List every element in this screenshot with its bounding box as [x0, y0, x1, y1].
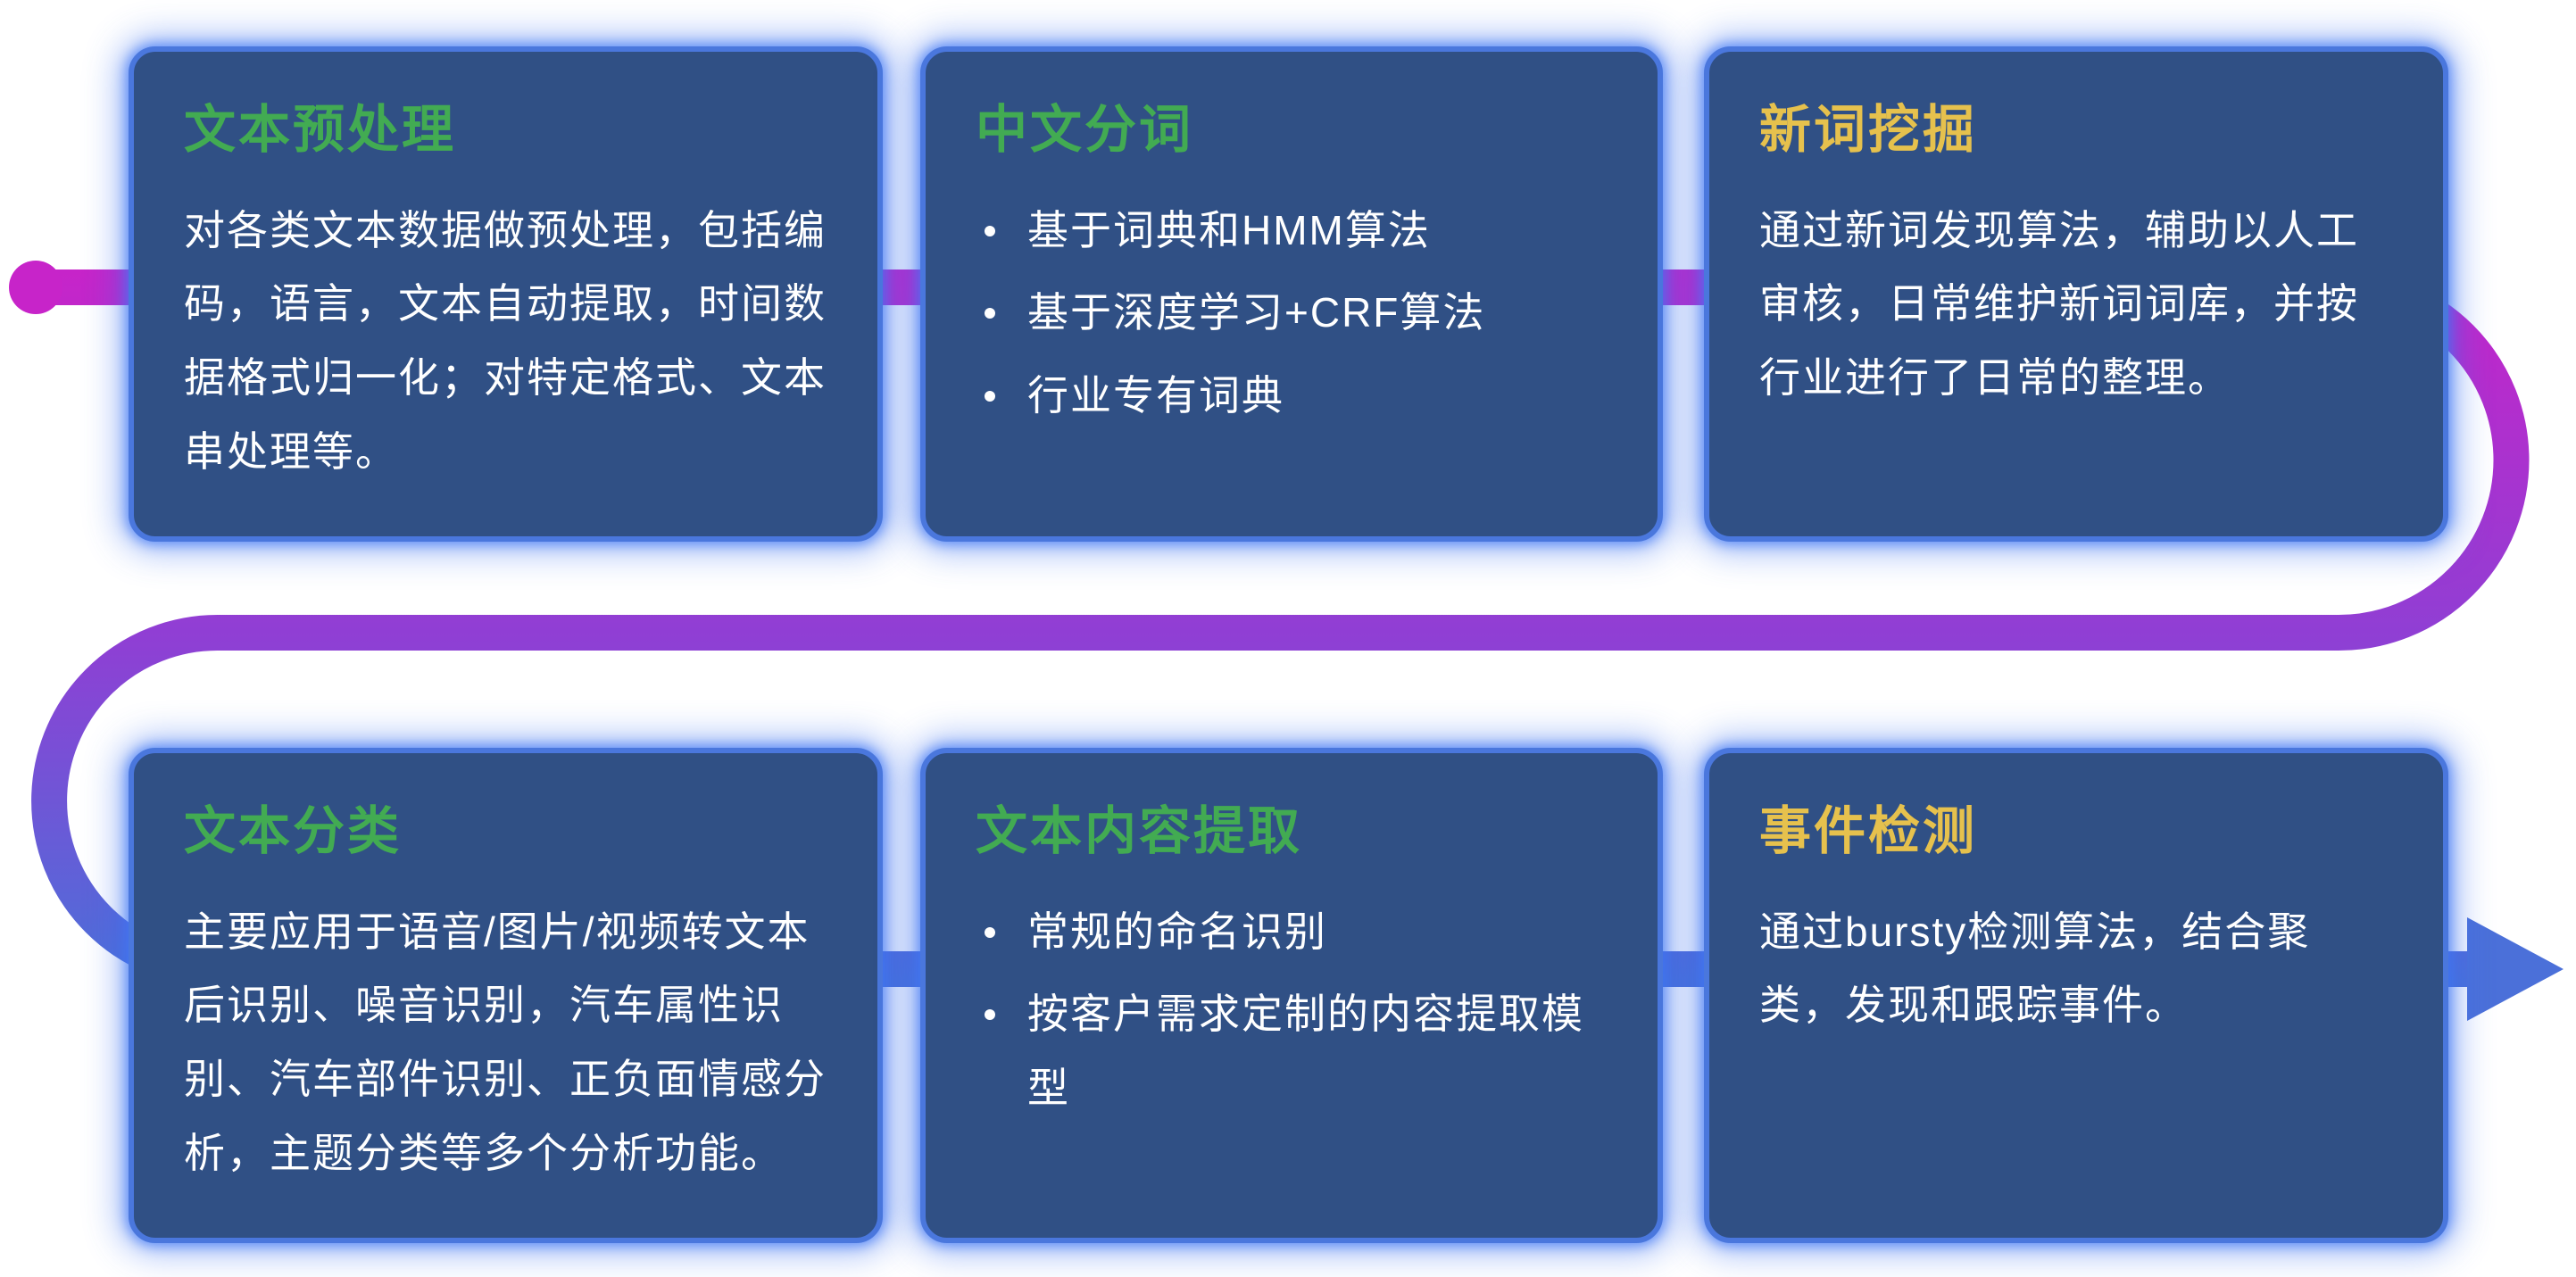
card-event-detection: 事件检测 通过bursty检测算法，结合聚类，发现和跟踪事件。 [1704, 748, 2448, 1243]
bullet-text: 行业专有词典 [1027, 372, 1284, 419]
bullet-item: 基于深度学习+CRF算法 [976, 276, 1608, 350]
bullet-text: 常规的命名识别 [1027, 908, 1327, 955]
card-text-preprocessing: 文本预处理 对各类文本数据做预处理，包括编码，语言，文本自动提取，时间数据格式归… [129, 46, 883, 542]
bullet-dot-icon [985, 308, 995, 319]
flow-path [31, 269, 2530, 987]
bullet-dot-icon [985, 1009, 995, 1021]
flow-start-dot [9, 261, 62, 314]
bullet-item: 按客户需求定制的内容提取模型 [976, 977, 1608, 1125]
card-body-text: 通过bursty检测算法，结合聚类，发现和跟踪事件。 [1759, 908, 2311, 1029]
card-body-text: 主要应用于语音/图片/视频转文本后识别、噪音识别，汽车属性识别、汽车部件识别、正… [184, 908, 827, 1176]
flow-arrow-icon [2467, 917, 2564, 1021]
bullet-item: 基于词典和HMM算法 [976, 194, 1608, 268]
bullet-text: 基于词典和HMM算法 [1027, 206, 1431, 253]
card-text-content-extraction: 文本内容提取 常规的命名识别 按客户需求定制的内容提取模型 [920, 748, 1663, 1243]
card-title: 中文分词 [976, 101, 1194, 159]
card-chinese-word-segmentation: 中文分词 基于词典和HMM算法 基于深度学习+CRF算法 行业专有词典 [920, 46, 1663, 542]
bullet-dot-icon [985, 225, 995, 236]
card-title: 事件检测 [1759, 802, 1978, 860]
bullet-dot-icon [985, 391, 995, 402]
card-title: 文本内容提取 [976, 802, 1303, 860]
card-title: 新词挖掘 [1759, 101, 1978, 159]
card-title: 文本预处理 [184, 101, 457, 159]
card-body-text: 通过新词发现算法，辅助以人工审核，日常维护新词词库，并按行业进行了日常的整理。 [1759, 206, 2359, 402]
card-body-text: 对各类文本数据做预处理，包括编码，语言，文本自动提取，时间数据格式归一化；对特定… [184, 206, 827, 475]
bullet-text: 按客户需求定制的内容提取模型 [1027, 991, 1584, 1112]
card-title: 文本分类 [184, 802, 403, 860]
card-new-word-mining: 新词挖掘 通过新词发现算法，辅助以人工审核，日常维护新词词库，并按行业进行了日常… [1704, 46, 2448, 542]
bullet-list: 常规的命名识别 按客户需求定制的内容提取模型 [976, 895, 1608, 1125]
bullet-item: 常规的命名识别 [976, 895, 1608, 969]
bullet-item: 行业专有词典 [976, 359, 1608, 433]
bullet-dot-icon [985, 926, 995, 938]
bullet-text: 基于深度学习+CRF算法 [1027, 289, 1486, 336]
bullet-list: 基于词典和HMM算法 基于深度学习+CRF算法 行业专有词典 [976, 194, 1608, 433]
card-text-classification: 文本分类 主要应用于语音/图片/视频转文本后识别、噪音识别，汽车属性识别、汽车部… [129, 748, 883, 1243]
